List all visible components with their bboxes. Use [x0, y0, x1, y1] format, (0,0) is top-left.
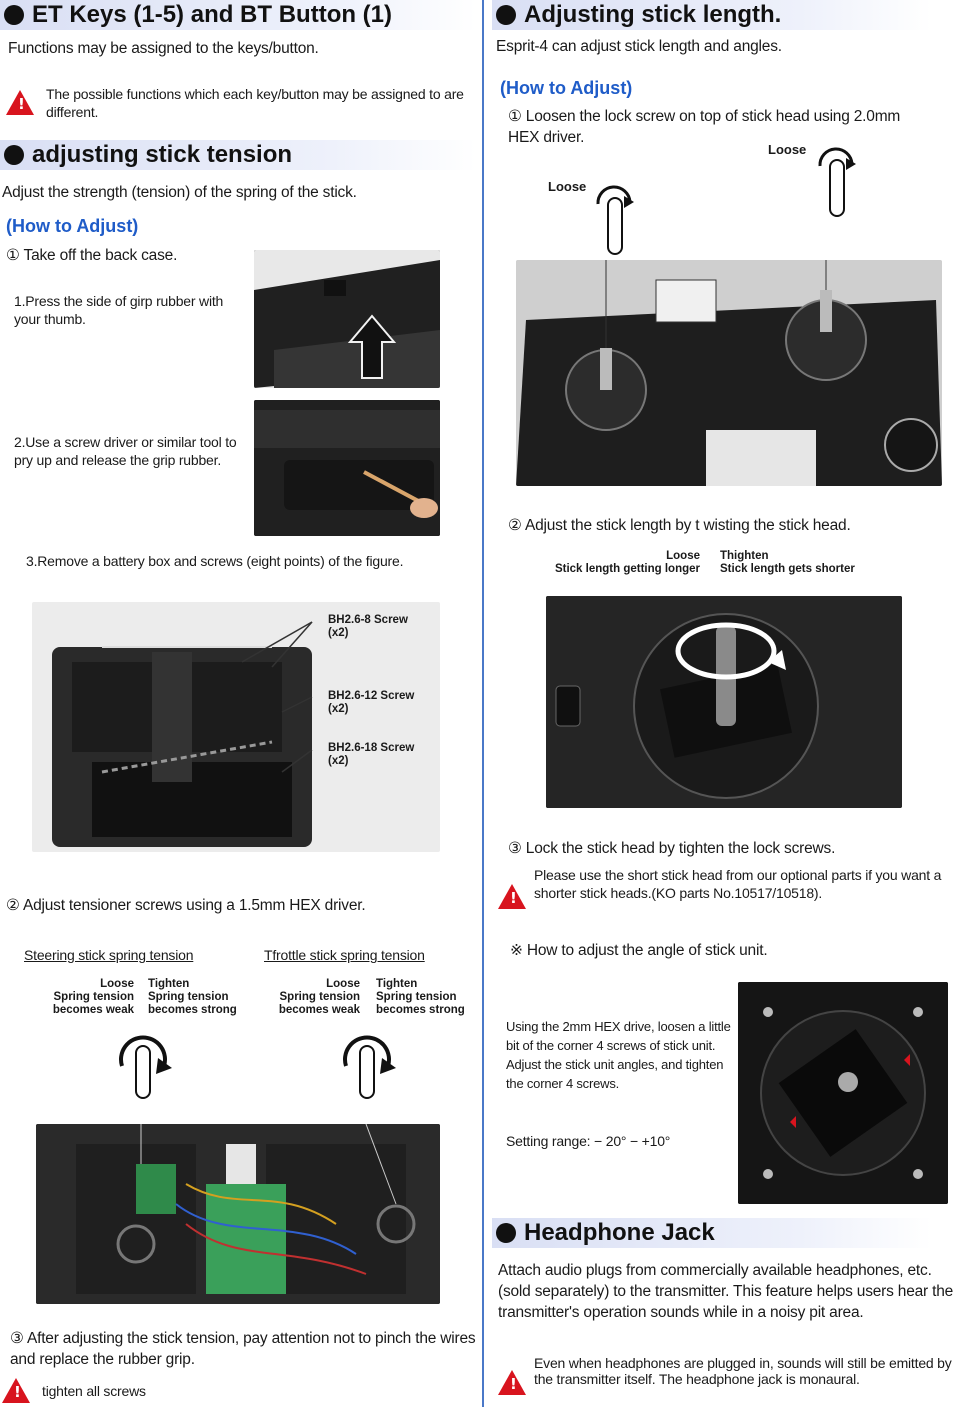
right-stick-head-icon [818, 147, 856, 217]
stick-length-warning: Please use the short stick head from our… [534, 867, 942, 901]
how-to-adjust-heading: (How to Adjust) [500, 78, 633, 98]
section-title: adjusting stick tension [32, 141, 293, 168]
loose-label-left: Loose [548, 179, 587, 194]
stick-length-step-2: ② Adjust the stick length by t wisting t… [508, 517, 851, 534]
steering-loose-label: Loose Spring tension becomes weak [52, 978, 134, 1016]
et-keys-warning: The possible functions which each key/bu… [46, 86, 464, 120]
throttle-loose-label: Loose Spring tension becomes weak [278, 978, 360, 1016]
stick-angle-desc: Using the 2mm HEX drive, loosen a little… [506, 1019, 731, 1091]
stick-angle-title: ※ How to adjust the angle of stick unit. [510, 942, 768, 959]
steering-rotate-icon [119, 1035, 172, 1099]
section-header-et-keys: ET Keys (1-5) and BT Button (1) [0, 0, 476, 30]
stick-length-step-1: ① Loosen the lock screw on top of stick … [508, 108, 901, 146]
internal-board-photo [36, 1124, 440, 1304]
headphone-warning: Even when headphones are plugged in, sou… [534, 1355, 952, 1387]
section-title: ET Keys (1-5) and BT Button (1) [32, 1, 393, 28]
bullet-icon [4, 145, 24, 165]
section-header-stick-length: Adjusting stick length. [492, 0, 932, 30]
warning-icon: ! [2, 1378, 30, 1403]
bullet-icon [496, 5, 516, 25]
section-title: Headphone Jack [524, 1219, 715, 1246]
grip-rubber-photo [254, 250, 440, 388]
screw-label-3: BH2.6-18 Screw (x2) [328, 742, 415, 767]
warning-icon: ! [498, 1370, 526, 1395]
throttle-rotate-icon [343, 1035, 396, 1099]
et-keys-desc: Functions may be assigned to the keys/bu… [8, 40, 319, 57]
stick-head-twist-photo [546, 596, 902, 808]
stick-length-desc: Esprit-4 can adjust stick length and ang… [496, 38, 782, 55]
transmitter-top-photo [516, 260, 942, 486]
length-loose-label: Loose Stick length getting longer [554, 550, 700, 575]
tension-warning: tighten all screws [42, 1383, 146, 1399]
section-title: Adjusting stick length. [524, 1, 782, 28]
left-column: ET Keys (1-5) and BT Button (1) Function… [0, 0, 480, 1407]
pry-rubber-photo [254, 400, 440, 536]
tension-desc: Adjust the strength (tension) of the spr… [2, 184, 357, 201]
warning-icon: ! [6, 90, 34, 115]
screw-label-1: BH2.6-8 Screw (x2) [328, 614, 408, 639]
warning-icon: ! [498, 884, 526, 909]
section-header-tension: adjusting stick tension [0, 140, 476, 170]
column-divider [482, 0, 484, 1407]
stick-length-step-3: ③ Lock the stick head by tighten the loc… [508, 840, 836, 857]
throttle-tension-title: Tfrottle stick spring tension [264, 947, 425, 963]
tension-step-2: ② Adjust tensioner screws using a 1.5mm … [6, 897, 366, 914]
back-case-screws-photo: BH2.6-8 Screw (x2) BH2.6-12 Screw (x2) B… [32, 602, 440, 852]
loose-label-right: Loose [768, 142, 807, 157]
headphone-desc: Attach audio plugs from commercially ava… [498, 1262, 954, 1321]
steering-tension-title: Steering stick spring tension [24, 947, 194, 963]
left-stick-head-icon [596, 185, 634, 255]
how-to-adjust-heading: (How to Adjust) [6, 216, 139, 236]
throttle-tighten-label: Tighten Spring tension becomes strong [376, 978, 465, 1016]
setting-range: Setting range: − 20° − +10° [506, 1133, 671, 1149]
length-tighten-label: Thighten Stick length gets shorter [720, 550, 855, 575]
screw-label-2: BH2.6-12 Screw (x2) [328, 690, 415, 715]
tension-substep-1: 1.Press the side of girp rubber with you… [14, 293, 224, 327]
right-column: Adjusting stick length. Esprit-4 can adj… [486, 0, 974, 1407]
tension-substep-2: 2.Use a screw driver or similar tool to … [14, 434, 237, 468]
stick-unit-angle-photo [738, 982, 948, 1204]
tension-step-1: ① Take off the back case. [6, 247, 178, 264]
tension-step-3: ③ After adjusting the stick tension, pay… [10, 1330, 476, 1368]
tension-substep-3: 3.Remove a battery box and screws (eight… [26, 553, 404, 569]
steering-tighten-label: Tighten Spring tension becomes strong [148, 978, 237, 1016]
bullet-icon [496, 1223, 516, 1243]
section-header-headphone: Headphone Jack [492, 1218, 932, 1248]
bullet-icon [4, 5, 24, 25]
